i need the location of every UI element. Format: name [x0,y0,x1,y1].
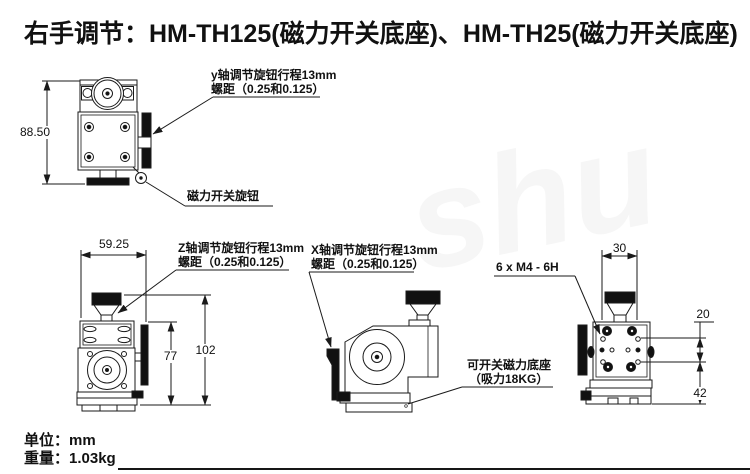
label-x-axis-line2: 螺距（0.25和0.125） [311,257,425,271]
dim-total-height: 102 [193,344,218,357]
dim-stage-width: 59.25 [98,237,130,251]
label-x-axis-line1: X轴调节旋钮行程13mm [311,243,438,257]
top-knob-right-view [604,291,636,304]
side-view-drawing [308,271,553,413]
m4-hole-pattern [599,326,641,372]
unit-note: 单位：mm [24,432,96,449]
weight-note: 重量：1.03kg [24,450,116,467]
x-axis-knob-wedge [326,348,340,401]
side-wheel [349,329,405,385]
front-wheel [87,350,127,390]
z-axis-knob [91,292,122,306]
label-magnet-knob: 磁力开关旋钮 [187,189,260,203]
label-thread-spec: 6 x M4 - 6H [496,260,559,274]
label-z-axis-line2: 螺距（0.25和0.125） [178,255,292,269]
label-y-axis-line1: y轴调节旋钮行程13mm [211,68,337,82]
dim-body-height: 77 [160,350,181,363]
dim-knob-width: 30 [612,241,627,255]
y-axis-wheel [91,77,124,110]
front-view-drawing [42,77,320,207]
z-view-drawing [76,250,289,412]
label-z-axis-line1: Z轴调节旋钮行程13mm [178,241,305,255]
dim-base-to-hole: 42 [689,387,711,400]
right-view-drawing [494,250,714,405]
top-knob-side [405,290,441,305]
bottom-divider [118,468,750,470]
label-magnet-base-line2: （吸力18KG） [469,372,549,386]
page-title: 右手调节：HM-TH125(磁力开关底座)、HM-TH25(磁力开关底座) [24,20,738,48]
dim-front-total-height: 88.50 [13,126,57,139]
dim-hole-offset: 20 [696,307,710,321]
label-magnet-base-line1: 可开关磁力底座 [467,358,552,372]
label-y-axis-line2: 螺距（0.25和0.125） [211,82,325,96]
magnetic-base-block [345,402,413,413]
